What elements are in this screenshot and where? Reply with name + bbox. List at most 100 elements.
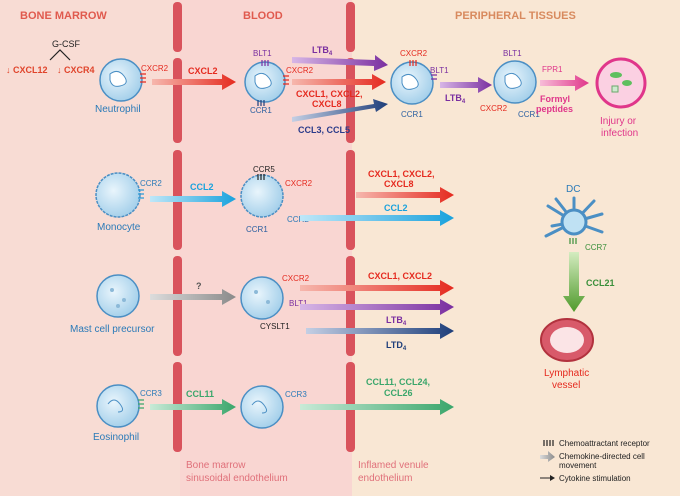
- receptor-icon: [431, 74, 437, 80]
- cxcl8-label: CXCL8: [384, 179, 414, 189]
- peripheral-title: PERIPHERAL TISSUES: [455, 10, 576, 22]
- monocyte-cxcl-arrow: [356, 187, 454, 203]
- ccl21-arrow: [563, 252, 585, 312]
- injury-icon: [595, 57, 647, 109]
- gcsf-label: G-CSF: [52, 39, 81, 49]
- eosinophil-label: Eosinophil: [93, 432, 139, 443]
- eo-ccl26-label: CCL26: [384, 388, 413, 398]
- unknown-label: ?: [196, 281, 202, 291]
- receptor-icon: [569, 238, 577, 244]
- cxcl8-label: CXCL8: [312, 99, 342, 109]
- migrating-neutrophil-cell: [493, 60, 537, 104]
- ltb4-arrow: [292, 55, 388, 71]
- ltb4-label: LTB4: [312, 45, 333, 57]
- eosinophil-ccl-arrow: [300, 399, 454, 415]
- legend-receptor: Chemoattractant receptor: [559, 439, 650, 448]
- legend-cytokine: Cytokine stimulation: [559, 474, 631, 483]
- blood-neutrophil-cell: [244, 61, 286, 103]
- receptor-icon: [261, 60, 269, 66]
- ccl35-arrow: [292, 99, 388, 122]
- blood-title: BLOOD: [243, 10, 283, 22]
- monocyte-label: Monocyte: [97, 222, 141, 233]
- ccr1-label: CCR1: [246, 225, 268, 234]
- cxcr2-label: CXCR2: [141, 64, 169, 73]
- ccr2-label: CCR2: [140, 179, 162, 188]
- receptor-icon: [543, 440, 554, 446]
- mast-ltd4-label: LTD4: [386, 340, 407, 352]
- blood-eosinophil-cell: [240, 385, 284, 429]
- cxcl2-movement-arrow: [152, 74, 236, 90]
- lymphatic-label: Lymphatic: [544, 368, 589, 379]
- ccr3-label: CCR3: [285, 390, 307, 399]
- ccr1-label: CCR1: [401, 110, 423, 119]
- receptor-icon: [283, 75, 289, 85]
- monocyte-cell: [95, 172, 141, 218]
- ccl11-movement-arrow: [150, 399, 236, 415]
- iv-endothelium-label-2: endothelium: [358, 473, 412, 484]
- gcsf-stimulation-arrow: [49, 49, 71, 61]
- receptor-icon: [138, 399, 144, 409]
- ccl2-label: CCL2: [384, 203, 408, 213]
- mast-cell-precursor: [96, 274, 140, 318]
- injury-label: Injury or: [600, 116, 637, 127]
- monocyte-ccl2-arrow: [300, 210, 454, 226]
- ccl11-label: CCL11: [186, 389, 214, 399]
- receptor-icon: [409, 60, 417, 66]
- dc-label: DC: [566, 184, 580, 195]
- infection-label: infection: [601, 128, 638, 139]
- bone-marrow-region: [0, 0, 180, 496]
- unknown-movement-arrow: [150, 289, 236, 305]
- cxcr2-label: CXCR2: [282, 274, 310, 283]
- cxcl-arrow: [292, 74, 386, 90]
- mast-ltd4-arrow: [306, 323, 454, 339]
- blt1-label: BLT1: [289, 299, 308, 308]
- ltb4-arrow-2: [440, 77, 492, 93]
- mast-ltb4-arrow: [300, 299, 454, 315]
- blt1-label: BLT1: [503, 49, 522, 58]
- fpr1-label: FPR1: [542, 65, 563, 74]
- mast-cxcl-arrow: [300, 280, 454, 296]
- ccr5-label: CCR5: [253, 165, 275, 174]
- bm-endothelium-label: Bone marrow: [186, 460, 246, 471]
- neutrophil-label: Neutrophil: [95, 104, 141, 115]
- ccr1-label: CCR1: [250, 106, 272, 115]
- cxcl12-label: ↓ CXCL12: [6, 65, 48, 75]
- mast-ltb4-label: LTB4: [386, 315, 407, 327]
- blt1-label: BLT1: [253, 49, 272, 58]
- ccl35-label: CCL3, CCL5: [298, 125, 350, 135]
- ccr1-label: CCR1: [518, 110, 540, 119]
- cxcl-label: CXCL1, CXCL2,: [368, 169, 435, 179]
- legend: Chemoattractant receptor Chemokine-direc…: [540, 439, 650, 483]
- peptides-label: peptides: [536, 104, 573, 114]
- mast-label: Mast cell precursor: [70, 324, 155, 335]
- eosinophil-cell: [96, 384, 140, 428]
- legend-movement-2: movement: [559, 461, 597, 470]
- eo-ccl-label: CCL11, CCL24,: [366, 377, 430, 387]
- receptor-icon: [138, 189, 144, 199]
- cxcr4-label: ↓ CXCR4: [57, 65, 95, 75]
- legend-movement-arrow: [540, 451, 555, 462]
- receptor-icon: [257, 100, 265, 106]
- ccl2-movement-arrow: [150, 191, 236, 207]
- lymphatic-vessel-icon: [540, 318, 594, 362]
- blood-mast-cell: [240, 276, 284, 320]
- receptor-icon: [257, 174, 265, 180]
- ccl21-label: CCL21: [586, 278, 615, 288]
- ccr2-label: CCR2: [287, 215, 309, 224]
- vessel-label: vessel: [552, 380, 580, 391]
- cxcr2-label: CXCR2: [480, 104, 508, 113]
- cxcl-label: CXCL1, CXCL2,: [296, 89, 363, 99]
- cxcr2-label: CXCR2: [400, 49, 428, 58]
- ccr7-label: CCR7: [585, 243, 607, 252]
- mast-cxcl-label: CXCL1, CXCL2: [368, 271, 432, 281]
- formyl-peptides-arrow: [540, 75, 589, 91]
- ccl2-label: CCL2: [190, 182, 214, 192]
- blood-monocyte-cell: [240, 174, 284, 218]
- bone-marrow-endothelium: [173, 2, 182, 452]
- inflamed-venule-endothelium: [346, 2, 355, 452]
- cxcr2-label: CXCR2: [285, 179, 313, 188]
- iv-endothelium-label: Inflamed venule: [358, 460, 429, 471]
- tissue-neutrophil-cell: [390, 61, 434, 105]
- cxcr2-label: CXCR2: [286, 66, 314, 75]
